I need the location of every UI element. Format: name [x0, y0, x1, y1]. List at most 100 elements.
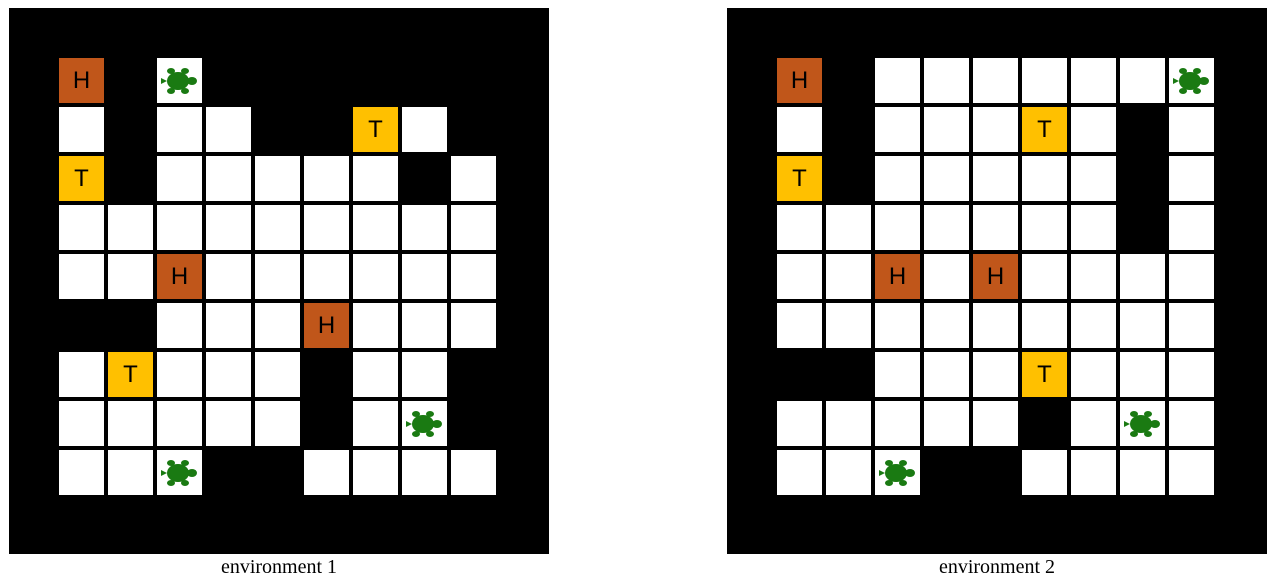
floor-cell — [353, 401, 398, 446]
floor-cell — [304, 156, 349, 201]
floor-cell — [1022, 303, 1067, 348]
floor-cell — [973, 107, 1018, 152]
floor-cell — [777, 107, 822, 152]
target-cell: T — [777, 156, 822, 201]
agent-cell — [1169, 58, 1214, 103]
home-cell: H — [973, 254, 1018, 299]
floor-cell — [875, 401, 920, 446]
floor-cell — [924, 401, 969, 446]
environment-2-grid: H T T H H T — [727, 8, 1267, 554]
home-cell: H — [59, 58, 104, 103]
floor-cell — [157, 107, 202, 152]
agent-cell — [402, 401, 447, 446]
floor-cell — [875, 58, 920, 103]
floor-cell — [973, 352, 1018, 397]
floor-cell — [1169, 156, 1214, 201]
floor-cell — [777, 401, 822, 446]
floor-cell — [255, 303, 300, 348]
floor-cell — [1022, 254, 1067, 299]
floor-cell — [1169, 401, 1214, 446]
floor-cell — [255, 254, 300, 299]
turtle-icon — [405, 407, 445, 441]
floor-cell — [108, 254, 153, 299]
floor-cell — [1120, 254, 1165, 299]
home-cell: H — [777, 58, 822, 103]
floor-cell — [1120, 450, 1165, 495]
floor-cell — [157, 352, 202, 397]
floor-cell — [206, 107, 251, 152]
floor-cell — [451, 254, 496, 299]
floor-cell — [826, 401, 871, 446]
target-cell: T — [1022, 107, 1067, 152]
home-cell: H — [157, 254, 202, 299]
floor-cell — [59, 450, 104, 495]
floor-cell — [59, 205, 104, 250]
floor-cell — [451, 303, 496, 348]
floor-cell — [875, 107, 920, 152]
floor-cell — [59, 107, 104, 152]
floor-cell — [924, 58, 969, 103]
floor-cell — [777, 205, 822, 250]
floor-cell — [157, 401, 202, 446]
agent-cell — [1120, 401, 1165, 446]
floor-cell — [206, 205, 251, 250]
floor-cell — [1071, 107, 1116, 152]
floor-cell — [59, 352, 104, 397]
floor-cell — [826, 303, 871, 348]
floor-cell — [1169, 303, 1214, 348]
floor-cell — [1071, 450, 1116, 495]
floor-cell — [924, 303, 969, 348]
floor-cell — [1022, 156, 1067, 201]
floor-cell — [924, 352, 969, 397]
floor-cell — [353, 205, 398, 250]
floor-cell — [255, 352, 300, 397]
floor-cell — [1120, 303, 1165, 348]
floor-cell — [206, 303, 251, 348]
floor-cell — [875, 205, 920, 250]
floor-cell — [1120, 352, 1165, 397]
target-cell: T — [108, 352, 153, 397]
floor-cell — [777, 303, 822, 348]
turtle-icon — [1172, 64, 1212, 98]
floor-cell — [1169, 107, 1214, 152]
floor-cell — [1169, 352, 1214, 397]
floor-cell — [255, 156, 300, 201]
target-cell: T — [353, 107, 398, 152]
floor-cell — [353, 156, 398, 201]
floor-cell — [826, 205, 871, 250]
floor-cell — [402, 352, 447, 397]
floor-cell — [1071, 205, 1116, 250]
floor-cell — [924, 254, 969, 299]
floor-cell — [353, 450, 398, 495]
floor-cell — [108, 450, 153, 495]
floor-cell — [353, 303, 398, 348]
turtle-icon — [160, 64, 200, 98]
floor-cell — [1071, 254, 1116, 299]
floor-cell — [59, 254, 104, 299]
home-cell: H — [875, 254, 920, 299]
floor-cell — [451, 450, 496, 495]
floor-cell — [826, 254, 871, 299]
floor-cell — [304, 254, 349, 299]
floor-cell — [402, 205, 447, 250]
floor-cell — [973, 303, 1018, 348]
floor-cell — [402, 303, 447, 348]
floor-cell — [353, 352, 398, 397]
floor-cell — [1022, 205, 1067, 250]
floor-cell — [108, 401, 153, 446]
floor-cell — [1169, 205, 1214, 250]
floor-cell — [451, 205, 496, 250]
environment-1-caption: environment 1 — [9, 556, 549, 579]
target-cell: T — [1022, 352, 1067, 397]
floor-cell — [451, 156, 496, 201]
floor-cell — [402, 107, 447, 152]
floor-cell — [924, 107, 969, 152]
floor-cell — [157, 303, 202, 348]
turtle-icon — [878, 456, 918, 490]
turtle-icon — [160, 456, 200, 490]
floor-cell — [875, 156, 920, 201]
floor-cell — [973, 205, 1018, 250]
